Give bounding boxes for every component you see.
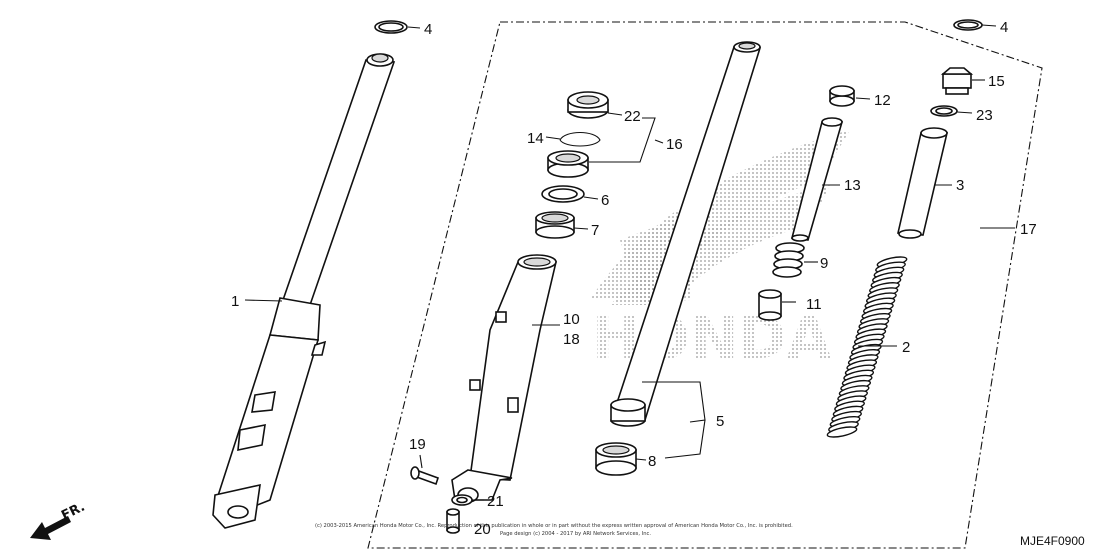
part-dust-seal — [567, 91, 609, 119]
part-fork-slider — [451, 254, 558, 503]
part-oil-seal — [547, 150, 589, 178]
callout-17: 17 — [1020, 221, 1037, 238]
spring-coil — [826, 426, 858, 438]
callout-23: 23 — [976, 107, 993, 124]
callout-19: 19 — [409, 436, 426, 453]
callout-21: 21 — [487, 493, 504, 510]
callout-16: 16 — [666, 136, 683, 153]
part-back-up-ring — [541, 185, 585, 203]
part-oil-lock-piece — [758, 289, 782, 321]
assembly-outline — [367, 21, 1043, 549]
callout-15: 15 — [988, 73, 1005, 90]
part-fork-assembled — [212, 53, 396, 529]
part-fork-piston — [790, 117, 844, 242]
callout-22: 22 — [624, 108, 641, 125]
callout-11: 11 — [806, 296, 822, 313]
diagram-code: MJE4F0900 — [1020, 534, 1085, 548]
part-rebound-spring — [772, 242, 805, 278]
callout-12: 12 — [874, 92, 891, 109]
callout-8: 8 — [648, 453, 656, 470]
part-fork-pipe-bushing — [595, 442, 637, 476]
copyright-line2: Page design (c) 2004 - 2017 by ARI Netwo… — [500, 531, 651, 537]
part-fork-bolt — [940, 67, 974, 95]
part-fork-pipe — [610, 41, 762, 427]
direction-label: FR. — [59, 500, 87, 524]
part-bolt-oring — [930, 105, 958, 117]
part-fork-spring — [826, 256, 908, 438]
part-sealing-washer — [451, 494, 473, 506]
part-spring-collar — [897, 127, 949, 239]
callout-13: 13 — [844, 177, 861, 194]
callout-9: 9 — [820, 255, 828, 272]
callout-10: 10 — [563, 311, 580, 328]
callout-4-left: 4 — [424, 21, 432, 38]
callout-3: 3 — [956, 177, 964, 194]
callout-14: 14 — [527, 130, 544, 147]
front-direction-arrow: FR. — [30, 500, 87, 540]
copyright-line1: (c) 2003-2015 American Honda Motor Co., … — [315, 523, 793, 529]
callout-18: 18 — [563, 331, 580, 348]
part-slider-bushing — [535, 211, 575, 239]
part-piston-ring — [829, 85, 855, 107]
callout-4-right: 4 — [1000, 19, 1008, 36]
part-stopper-ring — [559, 131, 601, 147]
part-drain-bolt — [446, 508, 460, 534]
callout-2: 2 — [902, 339, 910, 356]
callout-5: 5 — [716, 413, 724, 430]
callout-20: 20 — [474, 521, 491, 538]
watermark-text: HONDA — [592, 304, 832, 372]
callout-6: 6 — [601, 192, 609, 209]
callout-1: 1 — [231, 293, 239, 310]
callout-7: 7 — [591, 222, 599, 239]
part-socket-bolt — [410, 466, 440, 486]
